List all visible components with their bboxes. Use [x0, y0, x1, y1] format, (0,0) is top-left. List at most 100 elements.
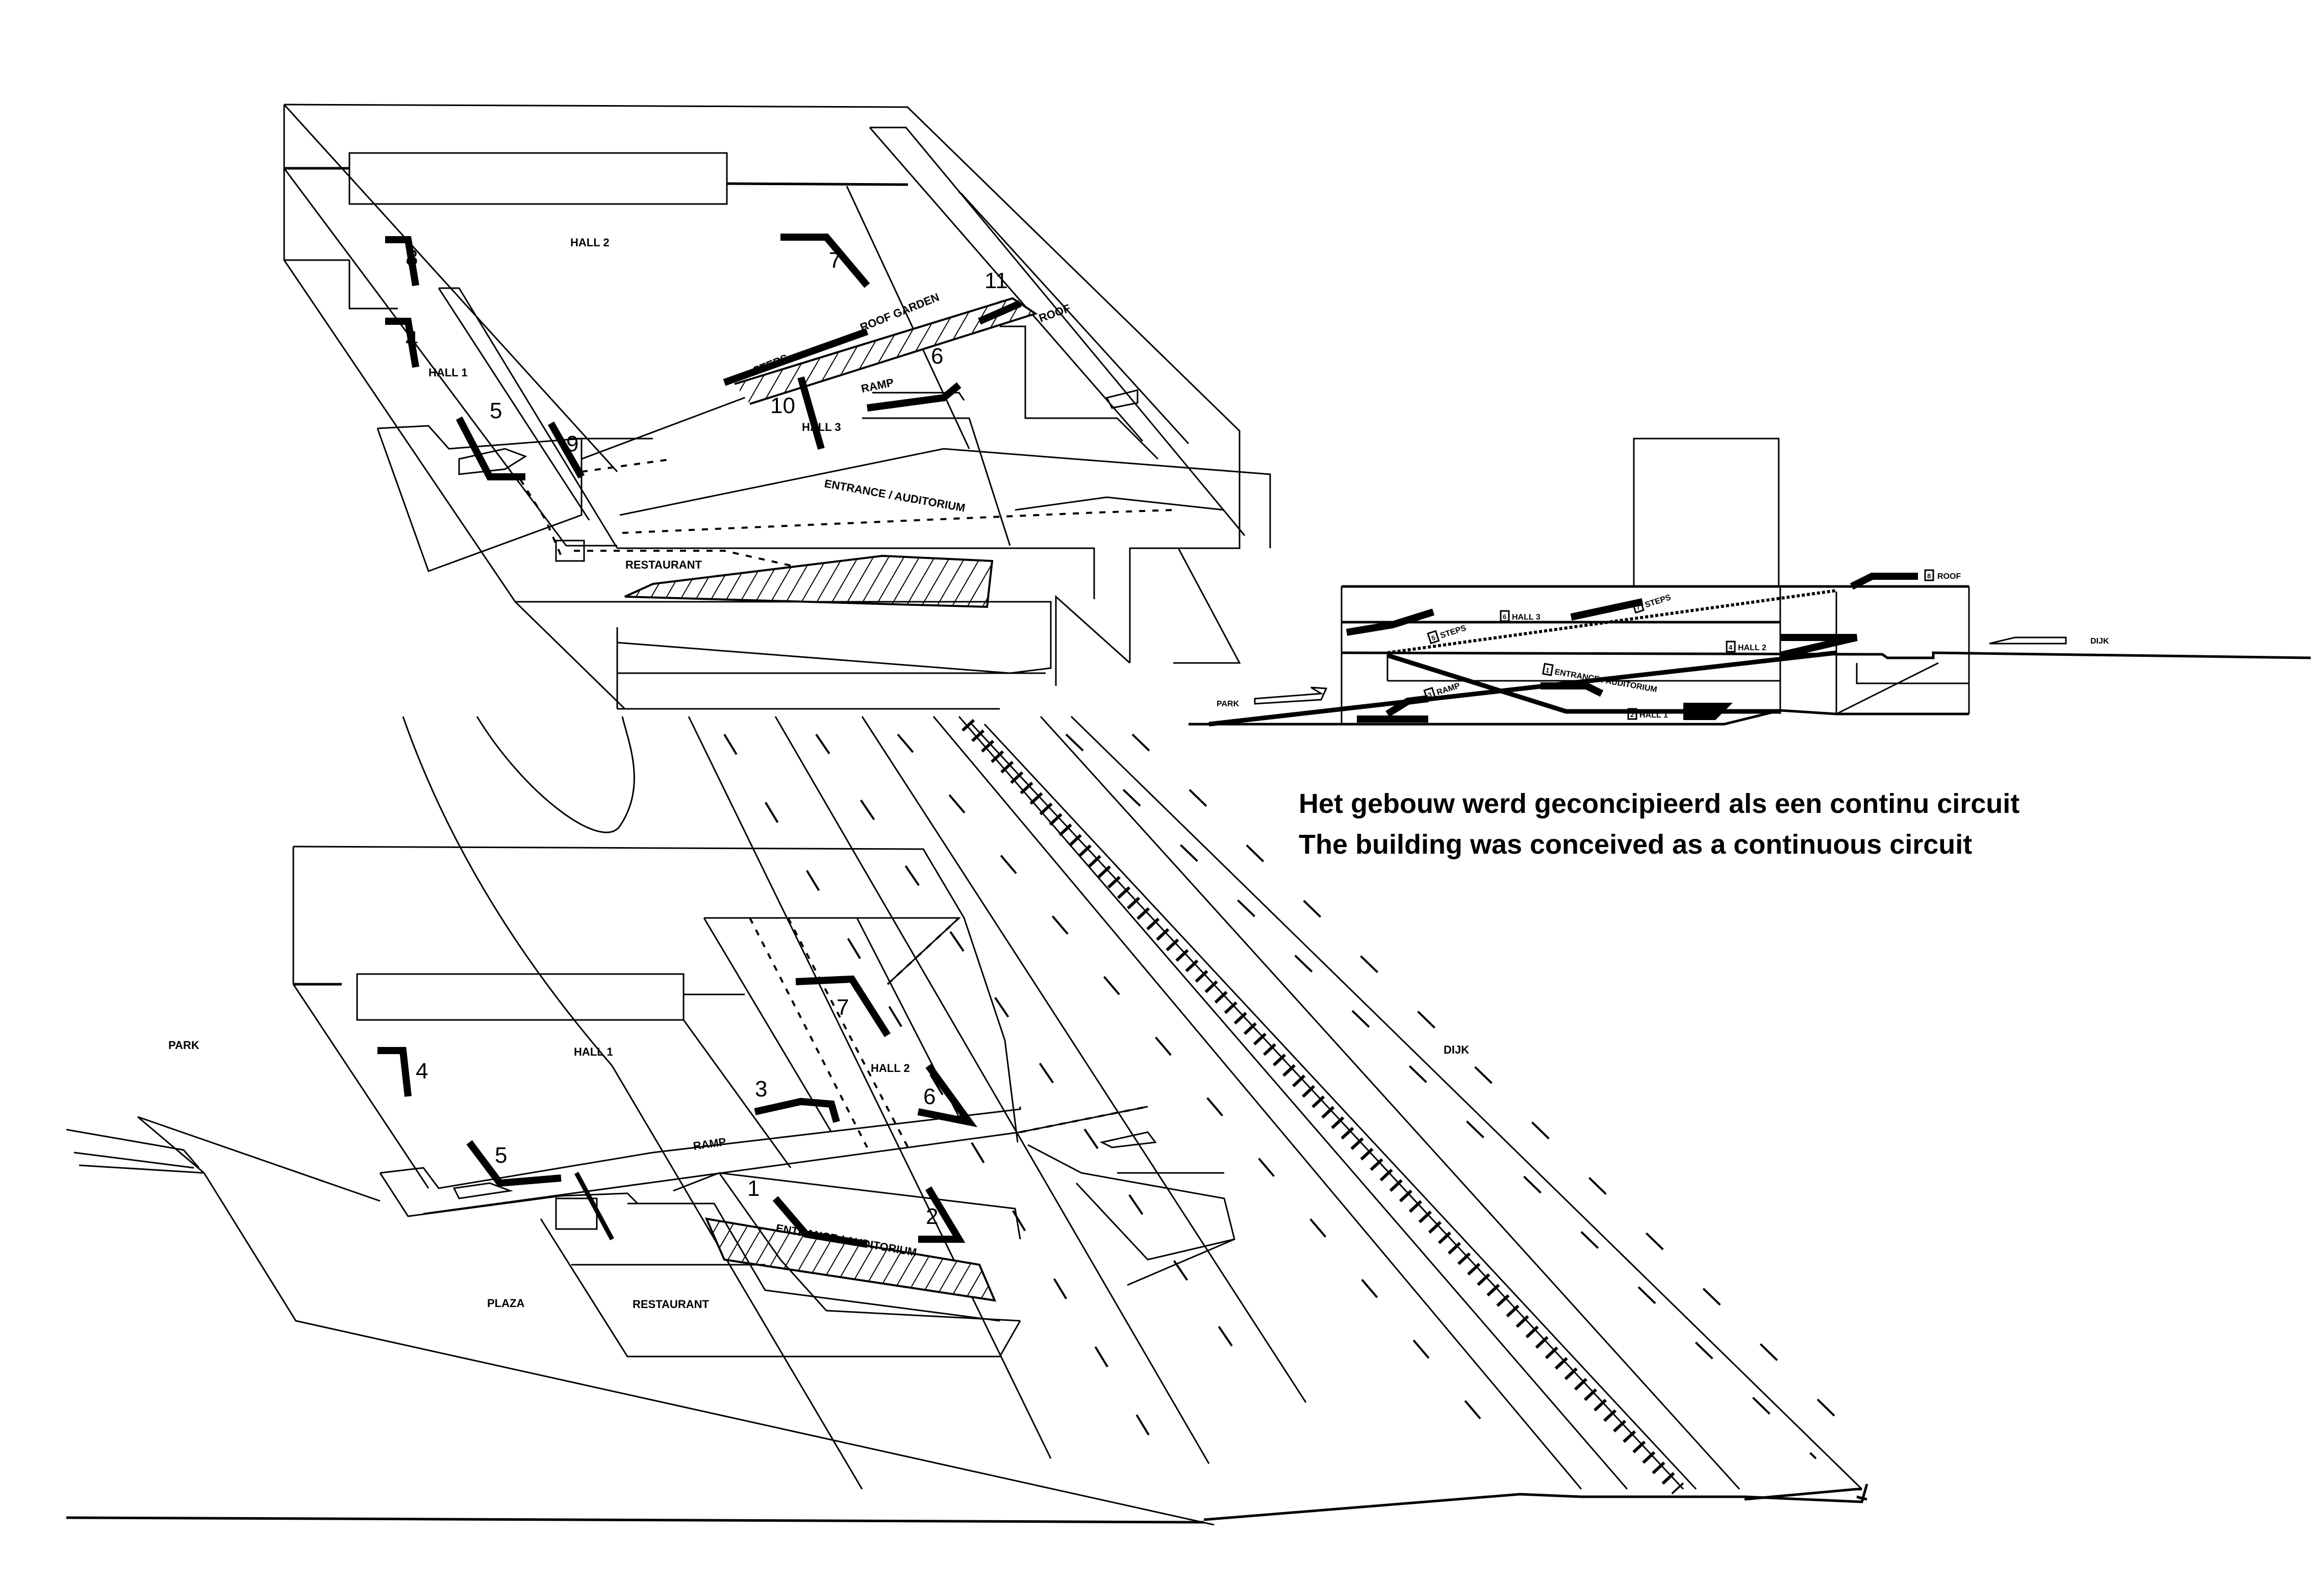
road-edge	[688, 716, 1052, 1459]
route-box	[1423, 687, 1436, 701]
route-box-number: 3	[1427, 690, 1433, 699]
lane-marking	[1065, 733, 1817, 1460]
route-arrow-7	[795, 975, 891, 1037]
hall1-inner	[439, 287, 618, 549]
route-number-1: 1	[747, 1176, 760, 1201]
roof-terrace	[1000, 325, 1159, 460]
roof-block	[348, 152, 728, 205]
route-box	[1726, 641, 1736, 653]
section-label-hall2: HALL 2	[1738, 644, 1766, 652]
stair-block	[555, 540, 585, 562]
route-number-11: 11	[984, 268, 1008, 293]
dijk-ground	[1836, 651, 2311, 659]
section-label-steps-lower: STEPS	[1439, 624, 1467, 640]
section-label-hall1: HALL 1	[1639, 711, 1668, 720]
dijk-block	[1027, 1144, 1235, 1286]
dijk-box	[1856, 663, 1969, 684]
route-arrow-4	[377, 1047, 412, 1097]
lane-marking	[1131, 733, 1837, 1419]
dijk-entry-arrow	[1105, 389, 1139, 409]
rail	[983, 723, 1697, 1490]
road-edge	[402, 716, 863, 1490]
dashed-route	[519, 478, 562, 556]
railway-sleepers	[962, 719, 1684, 1495]
section-cross-a	[1386, 653, 1780, 714]
label-dijk: DIJK	[1444, 1043, 1469, 1056]
route-number-10: 10	[770, 393, 795, 418]
ground-line	[1189, 709, 1969, 726]
auditorium-step	[561, 1192, 639, 1205]
label-hall3: HALL 3	[802, 421, 841, 433]
hall2-edge	[283, 168, 617, 547]
section-arrow-ramp	[1385, 695, 1429, 717]
route-number-4: 4	[416, 1059, 428, 1084]
route-box	[1627, 708, 1637, 720]
hall2-left	[703, 917, 832, 1133]
hall2-roof	[704, 917, 961, 985]
route-box	[1542, 662, 1554, 676]
route-number-2: 2	[926, 1204, 938, 1229]
label-hall1: HALL 1	[574, 1045, 613, 1058]
route-arrow-8	[385, 236, 419, 287]
auditorium-top	[673, 1172, 1021, 1240]
route-number-6: 6	[931, 344, 943, 369]
route-number-3: 3	[755, 1077, 767, 1102]
hall2-dashed	[787, 917, 909, 1148]
section-arrow-entrance	[1540, 682, 1604, 697]
dijk-entry-arrow	[1099, 1131, 1157, 1148]
park-path	[66, 1129, 200, 1168]
ramp-dashed	[1020, 1106, 1148, 1133]
plaza-boundary	[137, 1116, 1215, 1526]
route-arrow-10	[797, 376, 825, 450]
hall2-dashed	[749, 917, 868, 1148]
rail	[971, 723, 1684, 1490]
hall1-inner2	[438, 288, 590, 521]
section-drawing: PARK DIJK 8 ROOF 6 HALL 3 7 STEPS 5 STEP…	[1189, 438, 2311, 727]
entry-arrow	[458, 448, 527, 475]
route-number-7: 7	[837, 995, 849, 1020]
label-hall2: HALL 2	[871, 1062, 910, 1075]
label-park: PARK	[168, 1039, 199, 1052]
route-arrow-steps	[723, 328, 869, 386]
section-label-steps-upper: STEPS	[1644, 593, 1672, 609]
building-roof-outline	[293, 846, 1019, 1143]
route-number-7: 7	[829, 248, 841, 273]
lane-marking	[815, 733, 1261, 1388]
section-arrow-roof	[1850, 573, 1918, 590]
section-steps-line	[1387, 589, 1837, 654]
section-route-roof: 8 ROOF	[1924, 569, 1961, 581]
route-box	[1427, 630, 1440, 645]
ramp-edge	[872, 392, 965, 401]
dike-profile-end	[1744, 1488, 1862, 1501]
route-number-6: 6	[923, 1084, 936, 1109]
auditorium-edge	[718, 1172, 1021, 1322]
route-number-5: 5	[495, 1143, 507, 1168]
section-cross-b	[1208, 650, 1837, 727]
hall1-inner	[683, 1019, 792, 1168]
ground-baseline	[66, 1516, 1204, 1524]
section-label-hall3: HALL 3	[1512, 613, 1540, 622]
route-number-9: 9	[566, 431, 578, 456]
label-ramp: RAMP	[692, 1135, 727, 1153]
dike-point	[1856, 1495, 1865, 1501]
road-edge	[1070, 715, 1863, 1490]
section-arrow-steps-upper	[1570, 598, 1644, 621]
dijk-cut	[1055, 595, 1131, 686]
route-arrow-5	[456, 416, 525, 480]
section-route-hall2: 4 HALL 2	[1726, 641, 1766, 653]
entrance-auditorium-hatch	[704, 1217, 997, 1302]
route-arrow-9	[547, 421, 585, 479]
route-box	[1924, 569, 1934, 581]
restaurant-outline	[616, 632, 1046, 674]
auditorium-outline	[627, 1203, 1000, 1322]
building-roof-block	[356, 973, 685, 1021]
route-arrow-3	[754, 1097, 840, 1123]
hall3-roof	[619, 448, 1271, 548]
caption-dutch: Het gebouw werd geconcipieerd als een co…	[1299, 788, 2020, 819]
ramp-edge	[380, 1152, 653, 1189]
auditorium-outline	[617, 601, 1052, 674]
ramp-lower	[862, 417, 1011, 546]
caption-english: The building was conceived as a continuo…	[1299, 829, 1973, 860]
section-dijk-arrow	[1989, 636, 2067, 645]
